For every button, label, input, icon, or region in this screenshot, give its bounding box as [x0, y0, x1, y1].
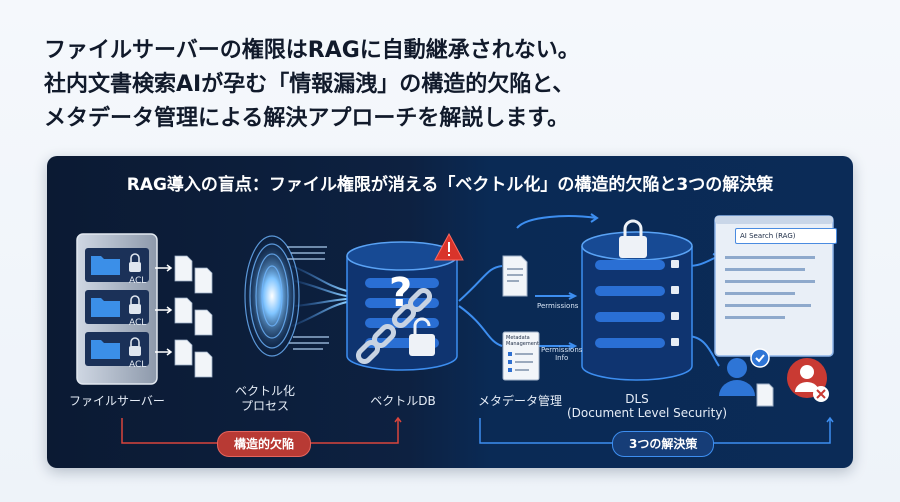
vector-db-label: ベクトルDB	[370, 394, 436, 408]
diagram-panel: RAG導入の盲点：ファイル権限が消える「ベクトル化」の構造的欠陥と3つの解決策	[47, 156, 853, 468]
headline: ファイルサーバーの権限はRAGに自動継承されない。 社内文書検索AIが孕む「情報…	[44, 34, 864, 136]
metadata-card-label: Metadata Management	[506, 335, 539, 347]
unlocked-padlock-icon	[409, 317, 435, 356]
acl-label-2: ACL	[129, 318, 147, 328]
authorized-user-icon	[719, 348, 774, 407]
permissions-info-label: Permissions Info	[541, 346, 583, 362]
document-icons	[174, 255, 213, 378]
solution-badge: 3つの解決策	[612, 431, 715, 457]
acl-label-3: ACL	[129, 360, 147, 370]
file-server-label: ファイルサーバー	[69, 394, 165, 408]
metadata-card-icon	[502, 331, 540, 381]
acl-label-1: ACL	[129, 276, 147, 286]
file-server-icon	[76, 233, 158, 385]
vectorize-label: ベクトル化 プロセス	[234, 384, 295, 413]
metadata-label: メタデータ管理	[477, 394, 562, 408]
broken-chain-icon	[355, 287, 433, 365]
diagram-canvas: ?	[76, 213, 834, 444]
permissions-label: Permissions	[537, 302, 579, 310]
headline-line-3: メタデータ管理による解決アプローチを解説します。	[44, 106, 570, 131]
headline-line-2: 社内文書検索AIが孕む「情報漏洩」の構造的欠陥と、	[44, 72, 575, 97]
search-window-icon	[714, 215, 834, 357]
metadata-document-icon	[502, 255, 528, 297]
dls-label: DLS (Document Level Security)	[567, 392, 728, 420]
warning-icon	[434, 232, 464, 261]
flaw-badge: 構造的欠陥	[217, 431, 312, 457]
denied-user-icon	[787, 358, 829, 402]
headline-line-1: ファイルサーバーの権限はRAGに自動継承されない。	[44, 38, 580, 63]
locked-padlock-icon	[619, 219, 647, 258]
arrows-to-docs	[155, 264, 173, 356]
search-input: AI Search (RAG)	[735, 228, 837, 244]
vectorization-vortex-icon	[244, 235, 348, 357]
panel-title: RAG導入の盲点：ファイル権限が消える「ベクトル化」の構造的欠陥と3つの解決策	[126, 175, 774, 195]
